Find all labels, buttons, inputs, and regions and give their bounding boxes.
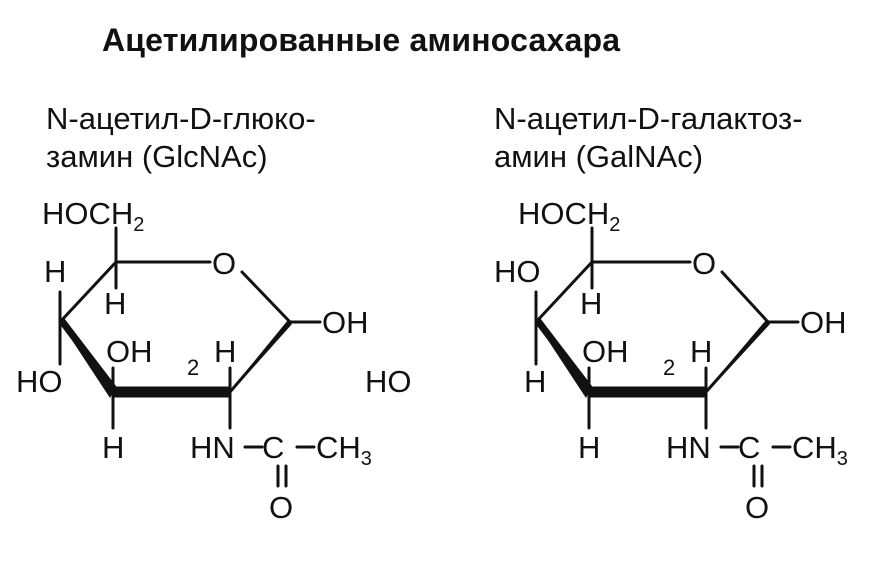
glcnac-amide-ch3: CH3 (316, 430, 372, 470)
galnac-c5-h-label: H (580, 286, 602, 321)
glcnac-amide-o: O (269, 490, 293, 525)
glcnac-ring-o: O (212, 246, 236, 281)
galnac-c4-bottom-label: H (524, 364, 546, 399)
galnac-structure: HOCH2 O HO H OH OH 2 H H H HN C CH3 O (494, 196, 848, 525)
galnac-ring-o: O (692, 246, 716, 281)
galnac-name: N-ацетил-D-галактоз- амин (GalNAc) (494, 100, 803, 176)
glcnac-structure: HOCH2 O H H OH OH 2 H HO HO H HN C CH3 O (16, 196, 412, 525)
glcnac-c2-h-label: H (214, 334, 236, 369)
glcnac-amide-hn: HN (190, 430, 235, 465)
glcnac-name-line1: N-ацетил-D-глюко- (46, 101, 316, 136)
glcnac-c3-oh-label: OH (106, 334, 153, 369)
galnac-bond-o-c1 (720, 270, 770, 324)
glcnac-free-ho-label: HO (365, 364, 412, 399)
galnac-wedge-c2-c1 (702, 320, 770, 398)
galnac-c3-oh-label: OH (582, 334, 629, 369)
galnac-c6-label: HOCH2 (518, 196, 620, 236)
galnac-c2-number: 2 (663, 355, 675, 380)
glcnac-c5-h-label: H (104, 286, 126, 321)
galnac-name-line2: амин (GalNAc) (494, 139, 704, 174)
glcnac-c4-top-label: H (44, 254, 66, 289)
galnac-amide-c: C (738, 430, 760, 465)
glcnac-amide-c: C (262, 430, 284, 465)
glcnac-wedge-c2-c1 (226, 320, 292, 398)
galnac-c4-top-label: HO (494, 254, 541, 289)
glcnac-name-line2: замин (GlcNAc) (46, 139, 268, 174)
glcnac-c4-bottom-label: HO (16, 364, 63, 399)
galnac-wedge-c4-c3 (536, 318, 592, 398)
galnac-bond-c5-c4 (534, 260, 594, 324)
glcnac-bond-o-c1 (240, 270, 292, 324)
glcnac-c1-oh-label: OH (322, 305, 369, 340)
galnac-amide-ch3: CH3 (792, 430, 848, 470)
galnac-c2-h-label: H (690, 334, 712, 369)
glcnac-name: N-ацетил-D-глюко- замин (GlcNAc) (46, 100, 316, 176)
page-title: Ацетилированные аминосахара (102, 22, 621, 58)
galnac-name-line1: N-ацетил-D-галактоз- (494, 101, 803, 136)
galnac-c3-h-label: H (578, 430, 600, 465)
glcnac-bond-c5-c4 (58, 260, 118, 324)
glcnac-wedge-c4-c3 (60, 318, 116, 398)
glcnac-c3-h-label: H (102, 430, 124, 465)
galnac-amide-hn: HN (666, 430, 711, 465)
galnac-amide-o: O (745, 490, 769, 525)
galnac-c1-oh-label: OH (800, 305, 847, 340)
glcnac-c6-label: HOCH2 (42, 196, 144, 236)
glcnac-c2-number: 2 (187, 355, 199, 380)
